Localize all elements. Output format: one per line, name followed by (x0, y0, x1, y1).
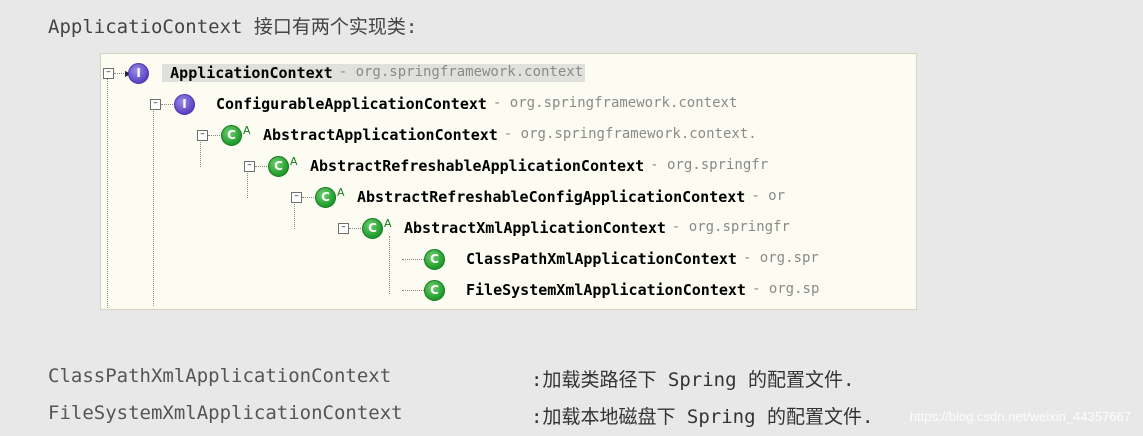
abstract-marker: A (337, 185, 345, 199)
tree-connector (255, 166, 269, 167)
tree-connector (200, 137, 201, 167)
package-name: - org.springframework.context (492, 95, 738, 111)
tree-connector (247, 168, 248, 198)
tree-node-label: AbstractApplicationContext - org.springfr… (255, 126, 759, 144)
tree-node[interactable]: C ClassPathXmlApplicationContext - org.spr (424, 245, 821, 273)
package-name: - org.sp (751, 281, 820, 297)
abstract-class-icon: C (221, 124, 242, 146)
class-name: AbstractXmlApplicationContext (404, 219, 666, 237)
collapse-toggle[interactable] (197, 130, 208, 141)
class-icon: C (424, 279, 445, 301)
class-name: ConfigurableApplicationContext (216, 95, 487, 113)
package-name: - org.springframework.context (338, 64, 584, 80)
package-name: - org.springframework.context. (503, 126, 757, 142)
tree-connector (349, 228, 363, 229)
class-name: FileSystemXmlApplicationContext (466, 281, 746, 299)
tree-node[interactable]: C FileSystemXmlApplicationContext - org.sp (424, 276, 821, 304)
tree-node[interactable]: ▶I ApplicationContext - org.springframewor… (125, 59, 586, 87)
tree-connector (208, 135, 222, 136)
description-row: ClassPathXmlApplicationContext :加载类路径下 S… (48, 365, 854, 391)
tree-node-label: AbstractRefreshableApplicationContext - o… (302, 157, 770, 175)
watermark: https://blog.csdn.net/weixin_44357667 (909, 409, 1131, 424)
class-name: ClassPathXmlApplicationContext (466, 250, 737, 268)
class-name: ApplicationContext (170, 64, 333, 82)
collapse-toggle[interactable] (338, 223, 349, 234)
focus-arrow-icon: ▶ (125, 69, 131, 78)
collapse-toggle[interactable] (291, 192, 302, 203)
description-class-name: ClassPathXmlApplicationContext (48, 365, 392, 387)
collapse-toggle[interactable] (150, 99, 161, 110)
package-name: - or (751, 188, 786, 204)
description-row: FileSystemXmlApplicationContext :加载本地磁盘下… (48, 402, 873, 428)
package-name: - org.spr (742, 250, 819, 266)
abstract-class-icon: C (315, 186, 336, 208)
class-name: AbstractRefreshableApplicationContext (310, 157, 645, 175)
tree-node-label: ConfigurableApplicationContext - org.spri… (208, 95, 739, 113)
tree-node-label: FileSystemXmlApplicationContext - org.sp (458, 281, 821, 299)
tree-connector (153, 106, 154, 306)
tree-connector (114, 73, 128, 74)
tree-connector (294, 199, 295, 229)
package-name: - org.springfr (671, 219, 790, 235)
class-name: AbstractApplicationContext (263, 126, 498, 144)
tree-node[interactable]: I ConfigurableApplicationContext - org.spr… (174, 90, 739, 118)
class-icon: C (424, 248, 445, 270)
tree-connector (402, 259, 424, 260)
description-text: :加载本地磁盘下 Spring 的配置文件. (531, 406, 874, 428)
class-name: AbstractRefreshableConfigApplicationCont… (357, 188, 746, 206)
tree-connector (107, 74, 108, 309)
collapse-toggle[interactable] (244, 161, 255, 172)
abstract-class-icon: C (362, 217, 383, 239)
tree-connector (302, 197, 316, 198)
abstract-marker: A (243, 123, 251, 137)
package-name: - org.springfr (650, 157, 769, 173)
tree-node-label: ClassPathXmlApplicationContext - org.spr (458, 250, 821, 268)
tree-connector (389, 236, 390, 294)
description-text: :加载类路径下 Spring 的配置文件. (531, 369, 855, 391)
abstract-marker: A (290, 154, 298, 168)
tree-connector (402, 290, 424, 291)
tree-node-label: AbstractRefreshableConfigApplicationCont… (349, 188, 787, 206)
abstract-marker: A (384, 216, 392, 230)
description-class-name: FileSystemXmlApplicationContext (48, 402, 403, 424)
tree-node-label: ApplicationContext - org.springframework.… (162, 64, 586, 82)
collapse-toggle[interactable] (103, 68, 114, 79)
interface-icon: I (174, 93, 195, 115)
interface-icon: I (128, 62, 150, 84)
abstract-class-icon: C (268, 155, 289, 177)
tree-connector (161, 104, 175, 105)
intro-heading: ApplicatioContext 接口有两个实现类: (48, 16, 418, 38)
tree-node-label: AbstractXmlApplicationContext - org.sprin… (396, 219, 792, 237)
